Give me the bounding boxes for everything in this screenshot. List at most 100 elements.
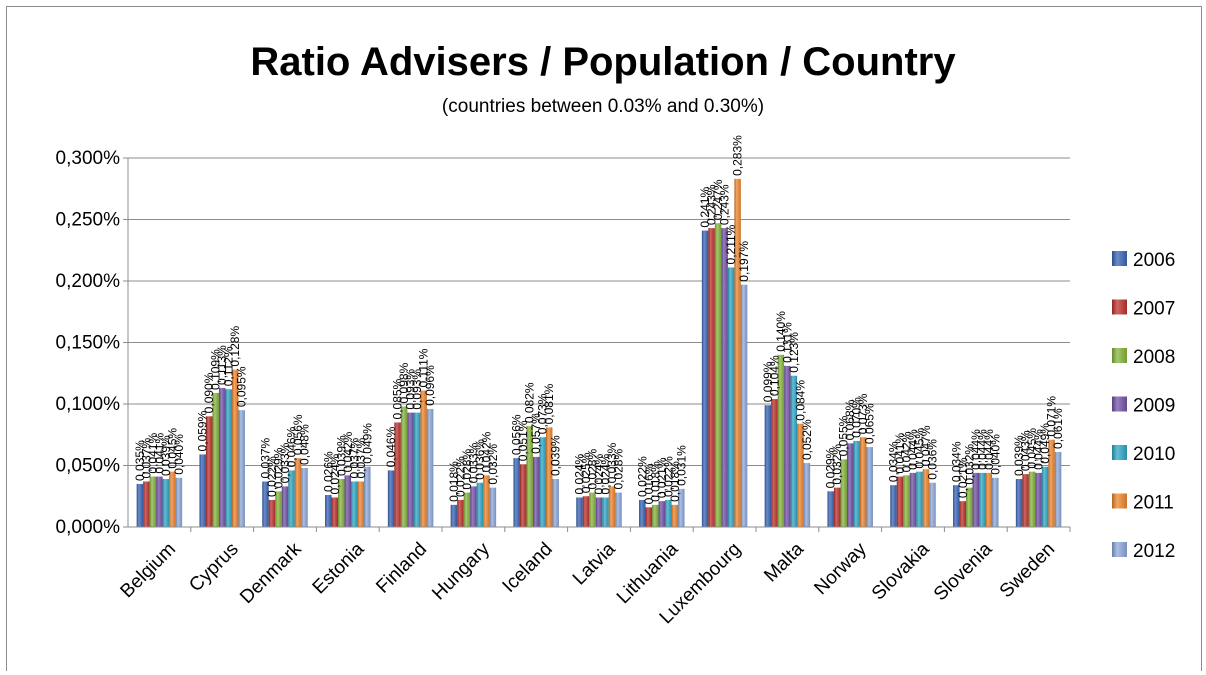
y-tick-label: 0,150% xyxy=(56,333,121,354)
bar xyxy=(364,466,371,527)
x-tick-label: Latvia xyxy=(569,538,620,589)
data-label: 0,084% xyxy=(793,380,807,421)
bar xyxy=(156,476,163,527)
data-label: 0,111% xyxy=(417,348,431,387)
data-label: 0,016% xyxy=(642,463,656,504)
bar xyxy=(833,487,841,527)
bar xyxy=(205,416,213,527)
data-label: 0,055% xyxy=(837,415,851,456)
bar xyxy=(539,437,546,527)
data-label: 0,049% xyxy=(360,423,374,464)
bar xyxy=(143,481,150,527)
data-label: 0,045% xyxy=(913,428,927,469)
data-labels: 0,035%0,037%0,041%0,041%0,039%0,045%0,04… xyxy=(133,135,1065,504)
data-label: 0,033% xyxy=(605,442,619,483)
data-label: 0,037% xyxy=(259,437,273,478)
data-label: 0,034% xyxy=(949,441,963,482)
data-label: 0,131% xyxy=(780,322,794,363)
data-label: 0,057% xyxy=(529,413,543,454)
bar xyxy=(966,487,973,527)
data-label: 0,085% xyxy=(391,378,405,419)
legend-swatch xyxy=(1112,493,1127,509)
data-label: 0,039% xyxy=(334,435,348,476)
data-label: 0,211% xyxy=(724,224,738,264)
bar xyxy=(387,470,395,527)
bar xyxy=(413,412,421,527)
x-tick-label: Denmark xyxy=(236,538,306,608)
bar xyxy=(218,388,226,527)
data-label: 0,241% xyxy=(698,187,712,228)
data-label: 0,061% xyxy=(1051,408,1065,449)
data-label: 0,021% xyxy=(956,457,970,498)
legend-swatch xyxy=(1112,348,1127,363)
data-label: 0,036% xyxy=(473,439,487,480)
bar xyxy=(645,507,653,527)
bar xyxy=(199,454,206,527)
data-label: 0,042% xyxy=(900,431,914,472)
data-label: 0,112% xyxy=(222,346,236,386)
bar xyxy=(853,440,860,527)
data-label: 0,093% xyxy=(404,369,418,410)
data-label: 0,032% xyxy=(962,444,976,485)
bar xyxy=(840,459,847,527)
bar xyxy=(589,492,596,527)
x-tick-label: Estonia xyxy=(309,538,369,598)
data-label: 0,044% xyxy=(969,429,983,470)
data-label: 0,022% xyxy=(635,456,649,497)
data-label: 0,045% xyxy=(165,428,179,469)
bar xyxy=(476,482,484,527)
y-tick-label: 0,050% xyxy=(56,456,121,477)
data-label: 0,039% xyxy=(159,435,173,476)
data-label: 0,073% xyxy=(536,393,550,434)
bar xyxy=(149,476,157,527)
data-label: 0,028% xyxy=(612,449,626,490)
bar xyxy=(916,471,923,527)
bar xyxy=(1028,471,1036,527)
data-label: 0,040% xyxy=(172,434,186,475)
bar xyxy=(489,487,497,527)
data-label: 0,042% xyxy=(341,431,355,472)
bar xyxy=(357,481,365,527)
data-label: 0,099% xyxy=(761,361,775,402)
bar xyxy=(1048,439,1055,527)
bar xyxy=(351,481,358,527)
data-label: 0,041% xyxy=(146,433,160,474)
bar xyxy=(513,458,520,527)
bar xyxy=(407,412,414,527)
data-label: 0,070% xyxy=(850,397,864,438)
bar xyxy=(790,375,798,527)
bar xyxy=(909,472,917,527)
data-label: 0,032% xyxy=(486,444,500,485)
bar xyxy=(639,499,646,527)
data-label: 0,140% xyxy=(774,311,788,352)
data-label: 0,095% xyxy=(235,366,249,407)
data-label: 0,037% xyxy=(139,437,153,478)
bar xyxy=(701,230,709,527)
data-label: 0,073% xyxy=(856,393,870,434)
bar xyxy=(896,476,904,527)
x-tick-label: Malta xyxy=(760,538,808,586)
data-label: 0,065% xyxy=(863,403,877,444)
legend-label: 2008 xyxy=(1133,347,1175,368)
legend-label: 2012 xyxy=(1133,541,1175,562)
bar xyxy=(1054,451,1062,527)
bar xyxy=(615,492,622,527)
data-label: 0,243% xyxy=(705,184,719,225)
bar xyxy=(1022,474,1029,527)
bar xyxy=(602,497,609,527)
gridlines xyxy=(128,157,1070,528)
data-label: 0,031% xyxy=(674,445,688,486)
bar xyxy=(582,496,590,527)
data-label: 0,071% xyxy=(1045,396,1059,437)
y-axis: 0,000%0,050%0,100%0,150%0,200%0,250%0,30… xyxy=(56,148,129,538)
data-label: 0,041% xyxy=(152,433,166,474)
bar xyxy=(740,284,748,527)
chart-frame xyxy=(6,6,1202,671)
data-label: 0,040% xyxy=(988,434,1002,475)
x-tick-label: Slovenia xyxy=(930,538,997,605)
data-label: 0,093% xyxy=(410,369,424,410)
data-label: 0,024% xyxy=(328,453,342,494)
data-label: 0,059% xyxy=(196,410,210,451)
legend-label: 2007 xyxy=(1133,299,1175,320)
